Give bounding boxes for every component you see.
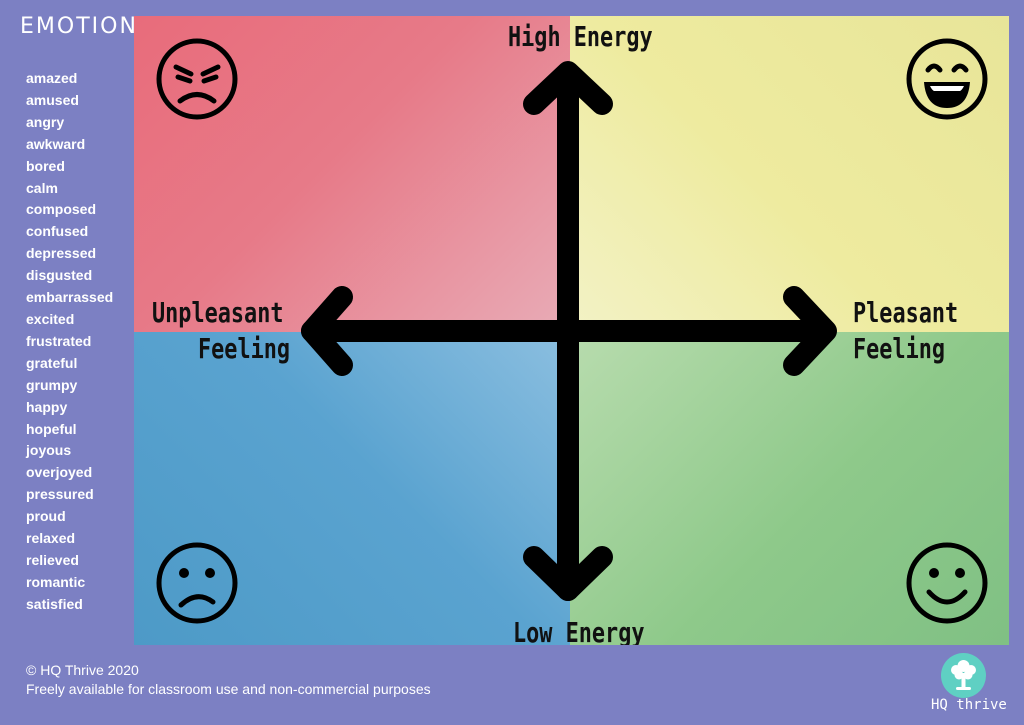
emotion-item: amazed <box>26 70 78 86</box>
emotion-item: amused <box>26 91 79 108</box>
emotion-item: confused <box>26 223 89 240</box>
copyright-text: © HQ Thrive 2020 <box>26 662 139 678</box>
emotion-list: amazed amused angry awkward bored calm compose… <box>26 68 113 616</box>
emotion-item: grateful <box>26 354 78 371</box>
quadrant-top-left <box>134 16 570 332</box>
sad-face-icon <box>156 542 238 624</box>
arrow-head-up <box>523 61 613 115</box>
hq-thrive-logo <box>941 653 986 698</box>
emotion-item: disgusted <box>26 267 93 284</box>
emotion-item: relieved <box>26 551 79 568</box>
emotion-item: calm <box>26 179 58 196</box>
quadrant-bottom-right <box>570 332 1009 645</box>
emotion-item: romantic <box>26 573 86 590</box>
label-low-energy: Low Energy <box>513 616 645 645</box>
emotion-item: grumpy <box>26 376 78 393</box>
emotion-item: composed <box>26 201 97 218</box>
emotion-item: joyous <box>26 442 72 459</box>
grinning-face-icon <box>906 38 988 120</box>
emotion-item: pressured <box>26 486 94 503</box>
emotion-item: proud <box>26 508 66 525</box>
angry-face-icon <box>156 38 238 120</box>
emotion-item: relaxed <box>26 530 76 547</box>
emotion-item: depressed <box>26 245 97 262</box>
emotion-item: overjoyed <box>26 464 93 481</box>
emotion-item: frustrated <box>26 332 92 349</box>
label-unpleasant: Unpleasant <box>152 296 284 329</box>
label-unpleasant-feeling: Feeling <box>198 332 291 365</box>
arrow-head-down <box>523 546 613 601</box>
emotion-item: bored <box>26 157 65 174</box>
sidebar-title: EMOTIONS <box>20 14 154 39</box>
arrow-head-right <box>783 286 837 376</box>
emotion-item: hopeful <box>26 420 77 437</box>
smiling-face-icon <box>906 542 988 624</box>
mood-meter-board: High Energy Low Energy Unpleasant Feelin… <box>134 16 1009 645</box>
emotion-item: embarrassed <box>26 289 114 306</box>
axis-arrows <box>301 61 837 601</box>
emotion-item: happy <box>26 398 68 415</box>
label-pleasant: Pleasant <box>853 296 959 329</box>
logo-text: HQ thrive <box>931 697 1007 713</box>
tree-icon <box>951 660 976 690</box>
emotion-item: angry <box>26 113 65 130</box>
label-high-energy: High Energy <box>508 20 653 53</box>
label-pleasant-feeling: Feeling <box>853 332 946 365</box>
emotion-item: satisfied <box>26 595 83 612</box>
license-text: Freely available for classroom use and n… <box>26 681 431 697</box>
emotion-item: excited <box>26 310 75 327</box>
quadrant-bottom-left <box>134 332 570 645</box>
emotion-item: awkward <box>26 135 86 152</box>
arrow-head-left <box>301 286 353 376</box>
